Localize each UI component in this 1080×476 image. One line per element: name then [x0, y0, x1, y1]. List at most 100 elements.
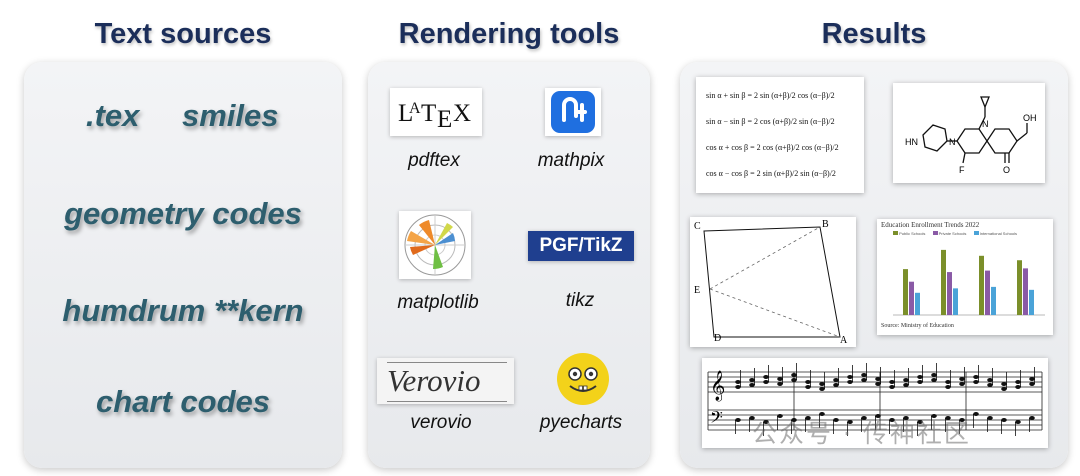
music-note	[791, 418, 797, 422]
treble-clef-icon: 𝄞	[710, 370, 725, 402]
music-note	[861, 378, 867, 382]
geometry-figure: C B E D A	[694, 219, 848, 346]
music-note	[763, 380, 769, 384]
music-note	[945, 385, 951, 389]
music-note	[749, 378, 755, 382]
tool-label-pdftex: pdftex	[408, 150, 460, 171]
bar-chart-bar	[941, 249, 946, 315]
music-note	[805, 385, 811, 389]
music-note	[973, 375, 979, 379]
music-note	[735, 380, 741, 384]
formula-line: sin α + sin β = 2 sin (α+β)/2 cos (α−β)/…	[706, 91, 835, 100]
tikz-logo: PGF/TikZ	[528, 231, 634, 261]
text-sources-title: Text sources	[94, 18, 272, 50]
bar-chart-bar	[953, 288, 958, 315]
mol-label-n1: N	[949, 137, 956, 147]
music-note	[777, 382, 783, 386]
music-note	[1001, 382, 1007, 386]
bar-chart-legend: Public Schools Private Schools Internati…	[893, 231, 1017, 236]
music-note	[987, 378, 993, 382]
bar-chart-title: Education Enrollment Trends 2022	[881, 221, 980, 229]
mol-label-hn: HN	[905, 137, 918, 147]
music-note	[945, 380, 951, 384]
results-title: Results	[821, 18, 927, 50]
music-note	[959, 377, 965, 381]
music-note	[903, 416, 909, 420]
bar-chart-bar	[1023, 268, 1028, 315]
result-sheet-music: 𝄞𝄢	[702, 358, 1048, 448]
music-note	[931, 373, 937, 377]
result-formulas: sin α + sin β = 2 sin (α+β)/2 cos (α−β)/…	[696, 77, 864, 193]
svg-text:X: X	[453, 100, 471, 127]
bar-chart-bar	[909, 281, 914, 315]
music-note	[917, 375, 923, 379]
music-note	[847, 375, 853, 379]
music-note	[833, 418, 839, 422]
mol-label-oh: OH	[1023, 113, 1037, 123]
music-note	[735, 385, 741, 389]
formula-line: sin α − sin β = 2 cos (α+β)/2 sin (α−β)/…	[706, 117, 835, 126]
music-note	[833, 383, 839, 387]
music-note	[917, 420, 923, 424]
result-geometry: C B E D A	[690, 217, 856, 347]
music-note	[889, 418, 895, 422]
bass-clef-icon: 𝄢	[710, 407, 723, 431]
source-smiles: smiles	[182, 98, 279, 133]
geo-label-a: A	[840, 335, 848, 346]
bar-chart-bar	[1029, 289, 1034, 315]
legend-label: Public Schools	[899, 231, 926, 236]
svg-text:E: E	[437, 106, 452, 133]
music-note	[1029, 416, 1035, 420]
music-note	[973, 380, 979, 384]
music-note	[1015, 385, 1021, 389]
legend-swatch	[893, 231, 898, 235]
geo-label-c: C	[694, 221, 701, 232]
music-note	[959, 418, 965, 422]
bar-chart-plot	[893, 249, 1045, 316]
music-note	[777, 414, 783, 418]
pyecharts-logo	[556, 352, 610, 406]
rendering-tools-title: Rendering tools	[398, 18, 620, 50]
svg-text:T: T	[421, 100, 436, 127]
music-note	[889, 380, 895, 384]
music-note	[917, 380, 923, 384]
music-note	[861, 373, 867, 377]
music-note	[819, 412, 825, 416]
bar-chart-bar	[979, 255, 984, 315]
bar-chart-bar	[903, 269, 908, 315]
music-note	[847, 420, 853, 424]
music-note	[987, 383, 993, 387]
music-note	[987, 416, 993, 420]
matplotlib-logo	[399, 211, 471, 279]
molecule-structure: HN N N F OH O	[905, 96, 1037, 175]
formula-line: cos α − cos β = 2 sin (α+β)/2 sin (α−β)/…	[706, 169, 836, 178]
latex-logo: L A T E X	[390, 88, 482, 136]
music-note	[819, 387, 825, 391]
sheet-music: 𝄞𝄢	[707, 363, 1043, 436]
mol-label-n2: N	[982, 119, 989, 129]
legend-label: Private Schools	[938, 231, 967, 236]
music-note	[875, 377, 881, 381]
formula-line: cos α + cos β = 2 cos (α+β)/2 cos (α−β)/…	[706, 143, 839, 152]
bar-chart-bar	[1017, 260, 1022, 315]
mol-label-o: O	[1003, 165, 1010, 175]
music-note	[777, 377, 783, 381]
music-note	[763, 420, 769, 424]
music-note	[903, 378, 909, 382]
music-note	[945, 416, 951, 420]
bar-chart-bar	[985, 270, 990, 315]
tool-label-matplotlib: matplotlib	[397, 292, 479, 313]
verovio-logo-text: Verovio	[387, 363, 481, 398]
music-note	[931, 378, 937, 382]
result-molecule: HN N N F OH O	[893, 83, 1045, 183]
music-note	[749, 416, 755, 420]
geo-label-b: B	[822, 219, 829, 230]
tool-label-pyecharts: pyecharts	[539, 412, 623, 433]
svg-text:A: A	[409, 100, 421, 117]
music-note	[833, 378, 839, 382]
tool-label-mathpix: mathpix	[537, 150, 605, 171]
verovio-logo: Verovio	[377, 358, 514, 404]
music-note	[1029, 377, 1035, 381]
svg-text:L: L	[398, 100, 413, 127]
music-note	[735, 418, 741, 422]
